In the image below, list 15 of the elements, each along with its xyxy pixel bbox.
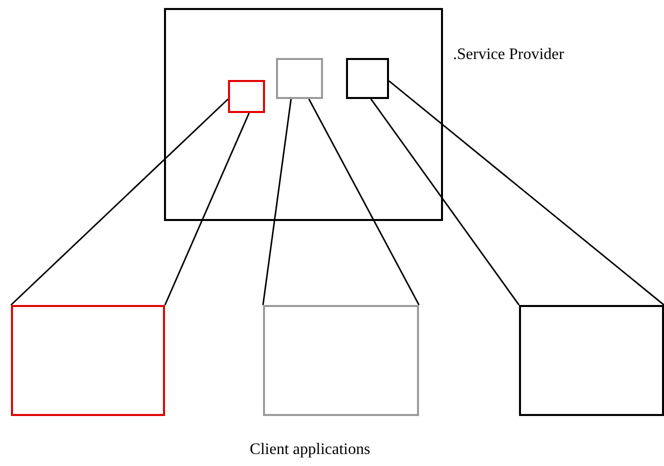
client-box <box>11 305 165 416</box>
caption-label: Client applications <box>250 441 370 459</box>
provider-label: .Service Provider <box>453 46 564 64</box>
connector-line <box>388 80 664 306</box>
connector-line <box>370 98 520 306</box>
client-box <box>263 305 419 416</box>
connector-line <box>308 98 420 306</box>
connector-line <box>164 112 250 306</box>
provider-box <box>164 8 443 221</box>
service-box <box>228 80 265 113</box>
connector-line <box>262 98 292 306</box>
service-box <box>346 58 389 99</box>
client-box <box>519 305 664 416</box>
service-box <box>276 58 323 99</box>
connector-line <box>10 98 229 306</box>
